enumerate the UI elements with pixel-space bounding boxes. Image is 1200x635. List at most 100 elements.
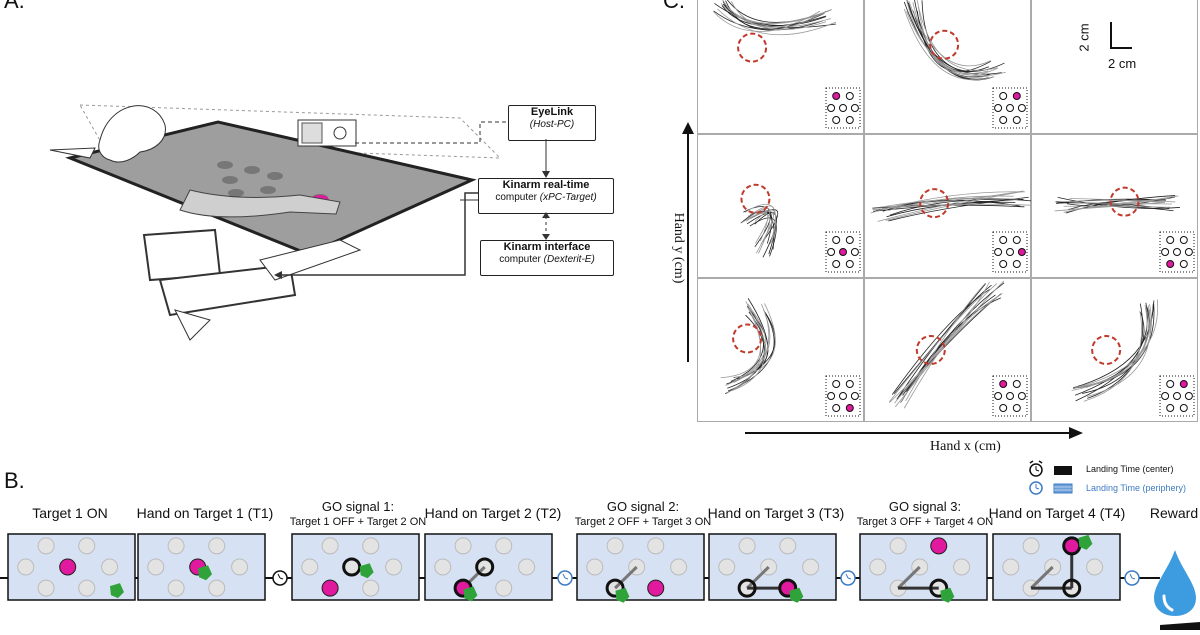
hand-cursor-icon: [615, 587, 630, 603]
trajectory-trace: [918, 6, 990, 78]
trajectory-trace: [1071, 314, 1152, 391]
legend-center-label: Landing Time (center): [1086, 464, 1174, 474]
trajectory-trace: [731, 303, 766, 392]
active-target-icon: [930, 537, 948, 555]
trajectory-cell: [1031, 134, 1198, 278]
trajectory-trace: [903, 8, 995, 81]
task-sequence: [0, 530, 1200, 630]
arrow-rt-if: [542, 212, 550, 240]
kinarm-rt-subtitle: (xPC-Target): [539, 192, 597, 203]
trajectory-trace: [1083, 310, 1142, 402]
legend-icons: [1029, 460, 1073, 495]
timeline-arrow-end: [1160, 622, 1200, 630]
trajectory-trace: [1075, 302, 1148, 402]
eyelink-box: EyeLink (Host-PC): [508, 105, 596, 141]
inset-target-layout-icon: [992, 87, 1028, 129]
trajectory-cell: [697, 134, 864, 278]
kinarm-apparatus-illustration: [49, 104, 508, 341]
trajectory-trace: [734, 303, 776, 379]
water-drop-icon: [1154, 550, 1196, 616]
trajectory-trace: [1063, 205, 1171, 208]
kinarm-if-subtitle: (Dexterit-E): [543, 254, 595, 265]
hand-cursor-icon: [198, 565, 213, 581]
trajectory-trace: [872, 203, 1032, 211]
trajectory-grid-svg: [697, 0, 1198, 422]
task-screen: [859, 533, 988, 603]
inset-target-layout-icon: [825, 375, 861, 417]
trajectory-trace: [903, 283, 998, 409]
y-axis-arrow: [682, 122, 694, 362]
trajectory-trace: [1069, 198, 1163, 203]
kinarm-rt-subtitle-prefix: computer: [495, 192, 540, 203]
panel-a-letter: A.: [4, 0, 25, 13]
alarm-clock-icon: [840, 570, 856, 586]
go-signal-2-sub: Target 2 OFF + Target 3 ON: [574, 516, 712, 528]
trajectory-trace: [727, 309, 775, 392]
hand-cursor-icon: [1078, 534, 1093, 550]
task-screen: [137, 533, 266, 601]
trajectory-trace: [1086, 305, 1151, 397]
active-target-icon: [647, 579, 665, 597]
trajectory-cell: [864, 278, 1031, 422]
trajectory-cell: [864, 134, 1032, 278]
inset-target-layout-icon: [992, 231, 1028, 273]
trajectory-trace: [1068, 202, 1172, 205]
alarm-clock-icon: [1124, 570, 1140, 586]
trajectory-trace: [889, 198, 1024, 216]
trajectory-trace: [912, 2, 999, 76]
step-3-label: GO signal 1: Target 1 OFF + Target 2 ON: [288, 500, 428, 529]
trajectory-trace: [725, 307, 767, 386]
inset-target-layout-icon: [1159, 231, 1195, 273]
step-4-label: Hand on Target 2 (T2): [424, 505, 562, 521]
trajectory-cell: [697, 278, 864, 422]
step-5-label: GO signal 2: Target 2 OFF + Target 3 ON: [573, 500, 713, 529]
trajectory-trace: [921, 0, 1002, 75]
inset-target-layout-icon: [992, 375, 1028, 417]
x-axis-label: Hand x (cm): [930, 439, 1001, 454]
trajectory-trace: [1054, 195, 1179, 212]
alarm-clock-blue-icon: [1029, 481, 1043, 495]
x-axis-arrow: [745, 427, 1083, 439]
trajectory-trace: [1074, 309, 1151, 389]
trajectory-trace: [906, 0, 989, 74]
go-signal-1-title: GO signal 1:: [321, 499, 395, 514]
task-screen: [576, 533, 705, 603]
trajectory-trace: [888, 291, 987, 403]
task-screen: [424, 533, 553, 602]
trajectory-trace: [722, 3, 837, 29]
trajectory-trace: [916, 0, 998, 71]
kinarm-if-title: Kinarm interface: [503, 241, 591, 253]
go-signal-3-sub: Target 3 OFF + Target 4 ON: [856, 516, 994, 528]
task-sequence-svg: [0, 533, 1160, 603]
arrow-eyelink-to-rt: [542, 139, 550, 178]
task-screen: [992, 533, 1121, 601]
center-target-dashed-icon: [737, 32, 768, 63]
go-signal-1-sub: Target 1 OFF + Target 2 ON: [289, 516, 427, 528]
trajectory-trace: [893, 283, 986, 394]
scale-bar: [1110, 22, 1132, 49]
trajectory-cell: [864, 0, 1031, 134]
eyelink-title: EyeLink: [530, 106, 574, 118]
inset-target-layout-icon: [825, 231, 861, 273]
rt-to-apparatus-connectors: [274, 192, 478, 279]
trajectory-trace: [714, 3, 826, 26]
trajectory-trace: [726, 303, 770, 394]
legend-periphery-label: Landing Time (periphery): [1086, 483, 1187, 493]
trajectory-trace: [720, 301, 761, 379]
trajectory-trace: [717, 8, 836, 36]
hand-cursor-icon: [789, 587, 804, 603]
hand-cursor-icon: [109, 583, 124, 599]
center-target-dashed-icon: [1091, 335, 1122, 365]
eyelink-subtitle: (Host-PC): [529, 119, 575, 130]
trajectory-trace: [905, 282, 986, 402]
go-signal-2-title: GO signal 2:: [606, 499, 680, 514]
center-target-dashed-icon: [740, 183, 771, 214]
trajectory-trace: [908, 0, 992, 67]
step-8-label: Hand on Target 4 (T4): [988, 505, 1126, 521]
alarm-clock-icon: [272, 570, 288, 586]
inset-target-layout-icon: [1159, 375, 1195, 417]
trajectory-trace: [741, 210, 774, 245]
center-target-dashed-icon: [732, 323, 763, 354]
trajectory-trace: [1073, 304, 1154, 389]
active-target-icon: [321, 579, 339, 597]
